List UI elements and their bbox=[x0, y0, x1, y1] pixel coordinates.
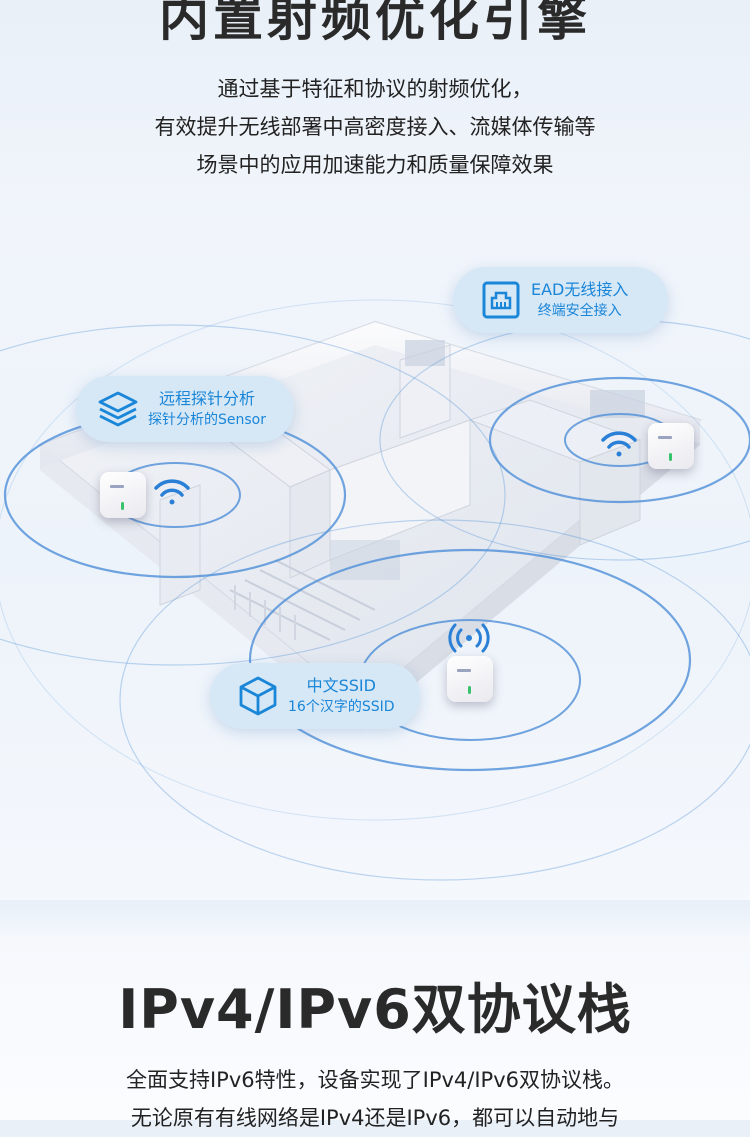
feature-bubble-ssid: 中文SSID 16个汉字的SSID bbox=[210, 663, 420, 729]
layers-icon bbox=[98, 391, 138, 427]
wifi-icon bbox=[154, 431, 637, 505]
feature-subtitle: 终端安全接入 bbox=[537, 303, 622, 319]
network-port-icon bbox=[482, 281, 520, 319]
section-description: 通过基于特征和协议的射频优化， 有效提升无线部署中高密度接入、流媒体传输等 场景… bbox=[154, 77, 596, 177]
signal-broadcast-icon bbox=[448, 623, 490, 653]
cube-icon bbox=[239, 676, 277, 716]
access-point-device bbox=[648, 423, 694, 469]
access-point-device bbox=[100, 472, 146, 518]
feature-subtitle: 探针分析的Sensor bbox=[148, 412, 266, 428]
coverage-rings bbox=[0, 299, 750, 881]
feature-title: 远程探针分析 bbox=[158, 389, 255, 408]
feature-title: EAD无线接入 bbox=[531, 280, 629, 299]
section-divider bbox=[0, 900, 750, 940]
feature-bubble-sensor: 远程探针分析 探针分析的Sensor bbox=[76, 376, 294, 442]
section-description: 全面支持IPv6特性，设备实现了IPv4/IPv6双协议栈。 无论原有有线网络是… bbox=[125, 1068, 624, 1130]
access-point-device bbox=[447, 656, 493, 702]
section-title-rf-engine: 内置射频优化引擎 bbox=[159, 0, 591, 47]
feature-subtitle: 16个汉字的SSID bbox=[288, 699, 395, 715]
section-title-dual-stack: IPv4/IPv6双协议栈 bbox=[118, 978, 632, 1041]
feature-bubble-ead: EAD无线接入 终端安全接入 bbox=[453, 267, 668, 333]
feature-title: 中文SSID bbox=[306, 676, 376, 695]
